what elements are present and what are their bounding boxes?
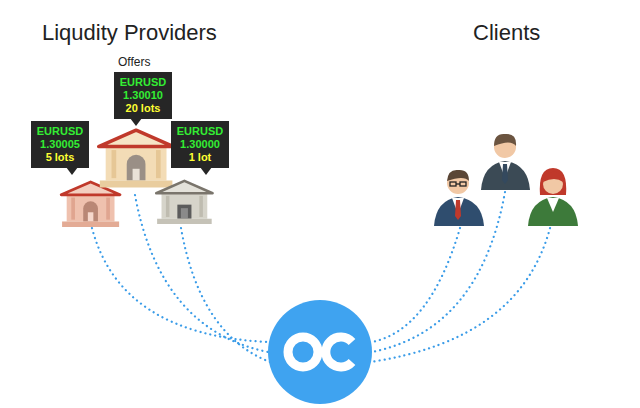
callout-pointer (130, 118, 142, 126)
price-value: 1.30005 (37, 138, 83, 151)
offer-callout: EURUSD1.300055 lots (31, 121, 89, 168)
client-icon (528, 168, 578, 226)
bank-icon (156, 181, 212, 224)
currency-pair: EURUSD (37, 125, 83, 138)
hub-logo (268, 300, 372, 404)
bank-icon (61, 182, 120, 227)
price-value: 1.30000 (177, 138, 223, 151)
offer-callout: EURUSD1.3001020 lots (114, 72, 172, 119)
dotted-link (181, 228, 270, 362)
price-value: 1.30010 (120, 89, 166, 102)
note-label: Offers (118, 55, 150, 69)
group-heading: Clients (473, 20, 540, 46)
offer-callout: EURUSD1.300001 lot (171, 121, 229, 168)
callout-pointer (66, 167, 78, 175)
dotted-link (92, 228, 268, 342)
currency-pair: EURUSD (177, 125, 223, 138)
dotted-link (372, 192, 505, 352)
client-icon (434, 170, 484, 226)
lot-size: 20 lots (120, 102, 166, 115)
callout-pointer (200, 167, 212, 175)
bank-icon (99, 130, 174, 187)
currency-pair: EURUSD (120, 76, 166, 89)
lot-size: 5 lots (37, 151, 83, 164)
client-icon (481, 134, 530, 190)
dotted-link (370, 228, 550, 362)
dotted-link (372, 228, 460, 342)
lot-size: 1 lot (177, 151, 223, 164)
group-heading: Liqudity Providers (42, 20, 217, 46)
